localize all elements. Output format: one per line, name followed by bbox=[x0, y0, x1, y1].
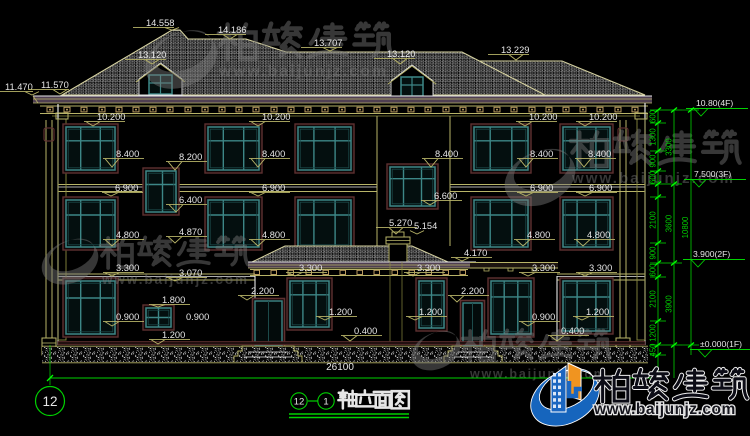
svg-text:10.80(4F): 10.80(4F) bbox=[696, 98, 733, 108]
svg-text:6.900: 6.900 bbox=[262, 183, 285, 193]
svg-text:4.870: 4.870 bbox=[179, 227, 202, 237]
svg-text:14.558: 14.558 bbox=[146, 18, 174, 28]
svg-text:6.900: 6.900 bbox=[115, 183, 138, 193]
svg-text:www.baijunjz.com: www.baijunjz.com bbox=[469, 367, 607, 381]
svg-text:5.270: 5.270 bbox=[389, 218, 412, 228]
svg-text:3.300: 3.300 bbox=[532, 263, 555, 273]
svg-text:900: 900 bbox=[649, 154, 658, 168]
svg-text:2.200: 2.200 bbox=[251, 286, 274, 296]
svg-text:2100: 2100 bbox=[649, 290, 658, 308]
svg-text:7.500(3F): 7.500(3F) bbox=[694, 169, 731, 179]
svg-text:10.200: 10.200 bbox=[529, 112, 557, 122]
svg-text:10.200: 10.200 bbox=[262, 112, 290, 122]
svg-text:0.900: 0.900 bbox=[116, 312, 139, 322]
svg-text:10.200: 10.200 bbox=[589, 112, 617, 122]
svg-text:1.200: 1.200 bbox=[329, 307, 352, 317]
svg-text:13.120: 13.120 bbox=[138, 50, 166, 60]
svg-text:1: 1 bbox=[323, 397, 328, 408]
svg-text:3.300: 3.300 bbox=[299, 263, 322, 273]
svg-text:4.800: 4.800 bbox=[262, 230, 285, 240]
svg-text:1.200: 1.200 bbox=[586, 307, 609, 317]
svg-text:8.400: 8.400 bbox=[588, 149, 611, 159]
svg-text:3.300: 3.300 bbox=[589, 263, 612, 273]
svg-text:13.229: 13.229 bbox=[501, 45, 529, 55]
svg-text:0.400: 0.400 bbox=[561, 326, 584, 336]
svg-text:1200: 1200 bbox=[649, 324, 658, 342]
svg-text:14.186: 14.186 bbox=[218, 25, 246, 35]
svg-text:www.baijunjz.com: www.baijunjz.com bbox=[593, 401, 736, 418]
svg-text:600: 600 bbox=[649, 263, 658, 277]
svg-text:2100: 2100 bbox=[649, 211, 658, 229]
svg-text:4.170: 4.170 bbox=[464, 248, 487, 258]
svg-text:6.900: 6.900 bbox=[530, 183, 553, 193]
svg-text:1.200: 1.200 bbox=[419, 307, 442, 317]
svg-text:900: 900 bbox=[649, 246, 658, 260]
svg-text:±0.000(1F): ±0.000(1F) bbox=[700, 339, 742, 349]
svg-text:12: 12 bbox=[294, 397, 305, 408]
svg-text:450: 450 bbox=[649, 343, 658, 357]
svg-text:4.800: 4.800 bbox=[116, 230, 139, 240]
svg-text:1300: 1300 bbox=[649, 128, 658, 146]
svg-text:600: 600 bbox=[649, 170, 658, 184]
svg-text:6.600: 6.600 bbox=[434, 191, 457, 201]
svg-text:0.900: 0.900 bbox=[186, 312, 209, 322]
svg-text:1.800: 1.800 bbox=[162, 295, 185, 305]
svg-text:3.300: 3.300 bbox=[116, 263, 139, 273]
svg-text:3300: 3300 bbox=[665, 138, 674, 156]
svg-text:8.400: 8.400 bbox=[262, 149, 285, 159]
svg-text:8.400: 8.400 bbox=[530, 149, 553, 159]
svg-text:4.800: 4.800 bbox=[527, 230, 550, 240]
svg-text:8.200: 8.200 bbox=[179, 152, 202, 162]
svg-text:1.200: 1.200 bbox=[162, 330, 185, 340]
svg-text:0.400: 0.400 bbox=[354, 326, 377, 336]
svg-text:12: 12 bbox=[42, 394, 57, 409]
svg-text:www.baijunjz.com: www.baijunjz.com bbox=[571, 170, 735, 187]
svg-text:4.800: 4.800 bbox=[587, 230, 610, 240]
svg-text:3.300: 3.300 bbox=[417, 263, 440, 273]
svg-text:3600: 3600 bbox=[665, 214, 674, 232]
svg-text:8.400: 8.400 bbox=[435, 149, 458, 159]
svg-text:13.120: 13.120 bbox=[387, 49, 415, 59]
svg-text:10800: 10800 bbox=[681, 216, 690, 238]
svg-text:8.400: 8.400 bbox=[116, 149, 139, 159]
svg-text:13.707: 13.707 bbox=[314, 38, 342, 48]
svg-text:6.900: 6.900 bbox=[589, 183, 612, 193]
svg-text:10.200: 10.200 bbox=[97, 112, 125, 122]
svg-text:11.470: 11.470 bbox=[5, 82, 33, 92]
svg-text:2.200: 2.200 bbox=[461, 286, 484, 296]
svg-text:3.900(2F): 3.900(2F) bbox=[693, 249, 730, 259]
svg-text:www.baijunjz.com: www.baijunjz.com bbox=[101, 272, 249, 287]
svg-text:600: 600 bbox=[649, 109, 658, 123]
svg-text:6.400: 6.400 bbox=[179, 195, 202, 205]
svg-text:26100: 26100 bbox=[326, 362, 354, 373]
svg-text:3900: 3900 bbox=[665, 295, 674, 313]
svg-text:11.570: 11.570 bbox=[41, 80, 69, 90]
svg-text:0.900: 0.900 bbox=[532, 312, 555, 322]
svg-text:www.baijunjz.com: www.baijunjz.com bbox=[218, 63, 388, 80]
svg-text:3.070: 3.070 bbox=[179, 268, 202, 278]
svg-text:5.154: 5.154 bbox=[414, 221, 437, 231]
